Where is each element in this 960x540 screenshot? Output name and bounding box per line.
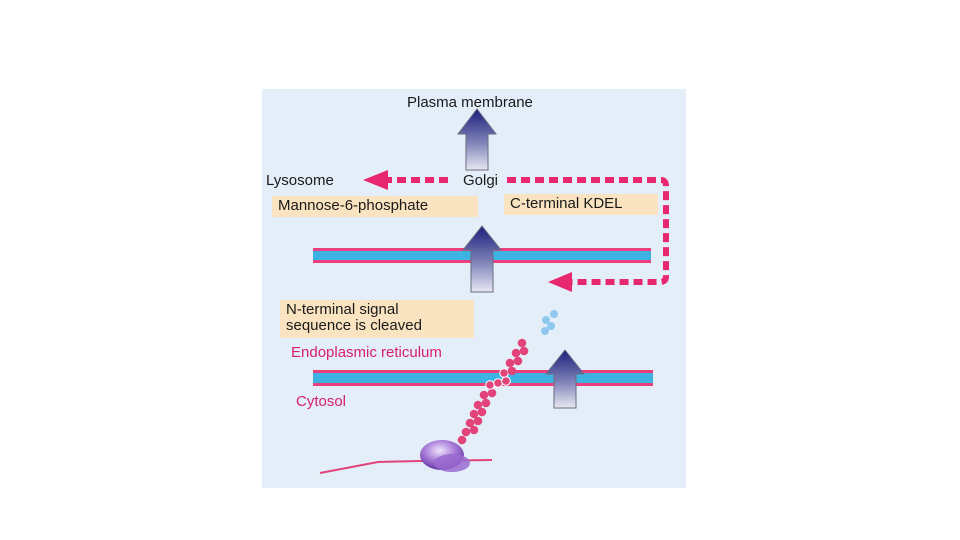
cleaved-signal-peptide [541,310,558,335]
signal-sequence-line-2: sequence is cleaved [286,317,422,334]
er-membrane [313,370,653,386]
ribosome [420,440,470,472]
kdel-label: C-terminal KDEL [504,194,658,215]
mannose-6-phosphate-label: Mannose-6-phosphate [272,196,478,217]
up-arrow-to-plasma-membrane [456,108,498,171]
golgi-label: Golgi [463,172,499,189]
polypeptide-chain [457,338,529,445]
kdel-retrieval-path [507,177,669,292]
up-arrow-into-er [544,349,586,409]
lysosome-label: Lysosome [266,172,334,189]
lysosome-path [363,170,448,190]
cytosol-label: Cytosol [296,393,347,410]
signal-sequence-line-1: N-terminal signal [286,301,399,318]
up-arrow-er-to-golgi [461,225,503,293]
plasma-membrane-label: Plasma membrane [407,94,533,111]
er-label: Endoplasmic reticulum [291,344,442,361]
signal-sequence-label: N-terminal signal sequence is cleaved [280,300,474,338]
